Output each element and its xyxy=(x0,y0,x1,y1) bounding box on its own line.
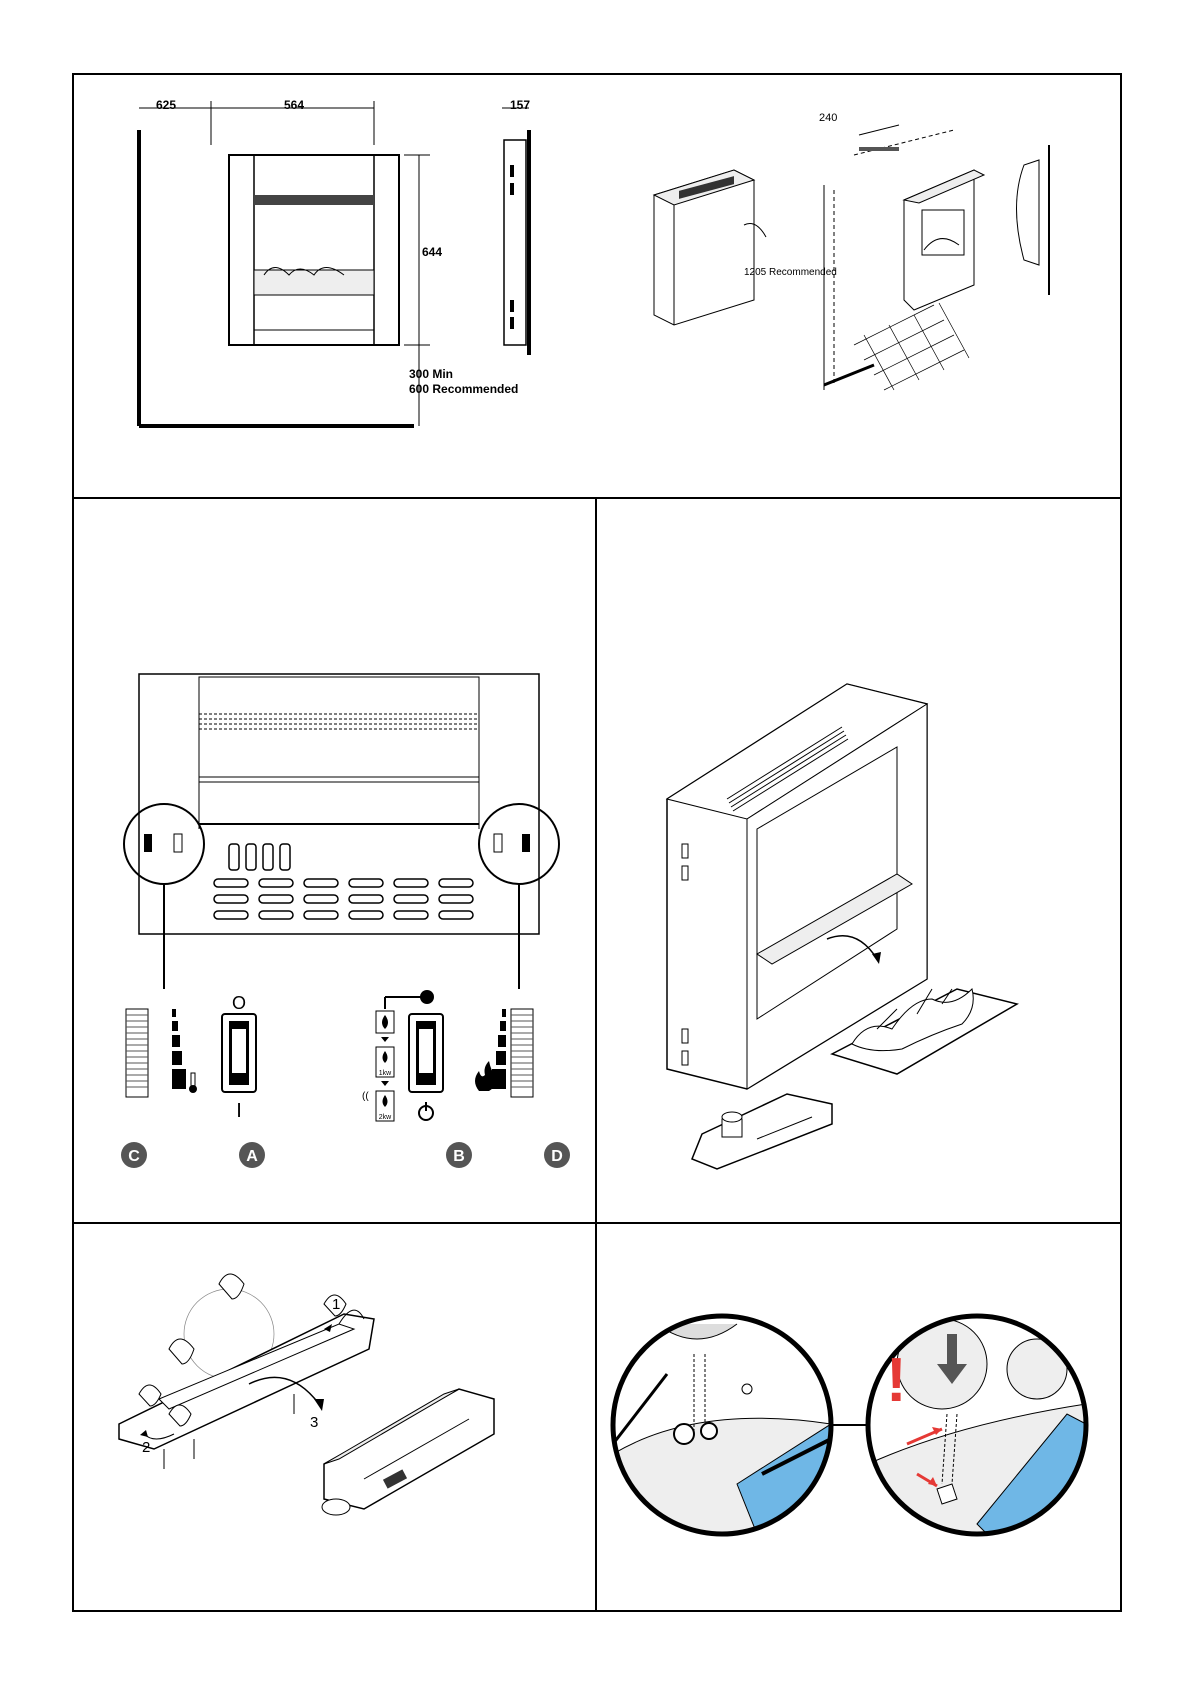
front-view-drawing xyxy=(139,101,529,426)
dim-height-label: 644 xyxy=(422,245,442,259)
panel-installation-dimensions: 625 564 157 644 300 Min 600 Recommended xyxy=(72,73,1122,500)
dim-depth-label: 157 xyxy=(510,98,530,112)
heat-mode-icon: (( xyxy=(362,1091,369,1102)
power-icon xyxy=(419,1102,433,1120)
height-recommended-label: 1205 Recommended xyxy=(744,267,837,278)
step-1-label: 1 xyxy=(332,1296,340,1313)
thermostat-scale-icon xyxy=(172,1009,186,1089)
thermostat-knob-c[interactable] xyxy=(126,1009,148,1097)
heat-1kw-label: 1kw xyxy=(379,1070,392,1077)
step-2-label: 2 xyxy=(142,1439,150,1456)
fire-front-underside xyxy=(139,674,539,934)
marker-a-label: A xyxy=(246,1148,258,1165)
switch-a-on-label: I xyxy=(236,1100,242,1122)
thermometer-icon xyxy=(189,1073,197,1093)
marker-d-label: D xyxy=(551,1148,563,1165)
controls-drawing: O I (( 1kw 2kw xyxy=(74,499,599,1227)
dimension-drawings: 625 564 157 644 300 Min 600 Recommended xyxy=(74,75,1124,502)
marker-c-label: C xyxy=(128,1148,140,1165)
dim-width-label: 564 xyxy=(284,98,304,112)
flame-knob-d[interactable] xyxy=(511,1009,533,1097)
bulb-detail-drawing xyxy=(597,1224,1124,1614)
clearance-recommended-label: 600 Recommended xyxy=(409,382,518,396)
marker-b-label: B xyxy=(453,1148,465,1165)
clearance-min-label: 300 Min xyxy=(409,367,453,381)
panel-fuel-bed-removal xyxy=(595,497,1122,1225)
step-3-label: 3 xyxy=(310,1414,318,1431)
fuel-bed-drawing xyxy=(597,499,1124,1227)
wall-mounting-drawing xyxy=(654,125,1049,390)
panel-controls: O I (( 1kw 2kw xyxy=(72,497,597,1225)
flame-icon xyxy=(475,1061,496,1091)
warning-exclamation: ! xyxy=(886,1350,907,1412)
assembly-drawing xyxy=(74,1224,599,1614)
dim-bracket-label: 240 xyxy=(819,112,837,124)
switch-a-off-label: O xyxy=(232,993,246,1013)
panel-bulb-detail: ! xyxy=(595,1222,1122,1612)
heat-2kw-label: 2kw xyxy=(379,1114,392,1121)
panel-assembly-steps: 1 2 3 xyxy=(72,1222,597,1612)
dim-left-label: 625 xyxy=(156,98,176,112)
